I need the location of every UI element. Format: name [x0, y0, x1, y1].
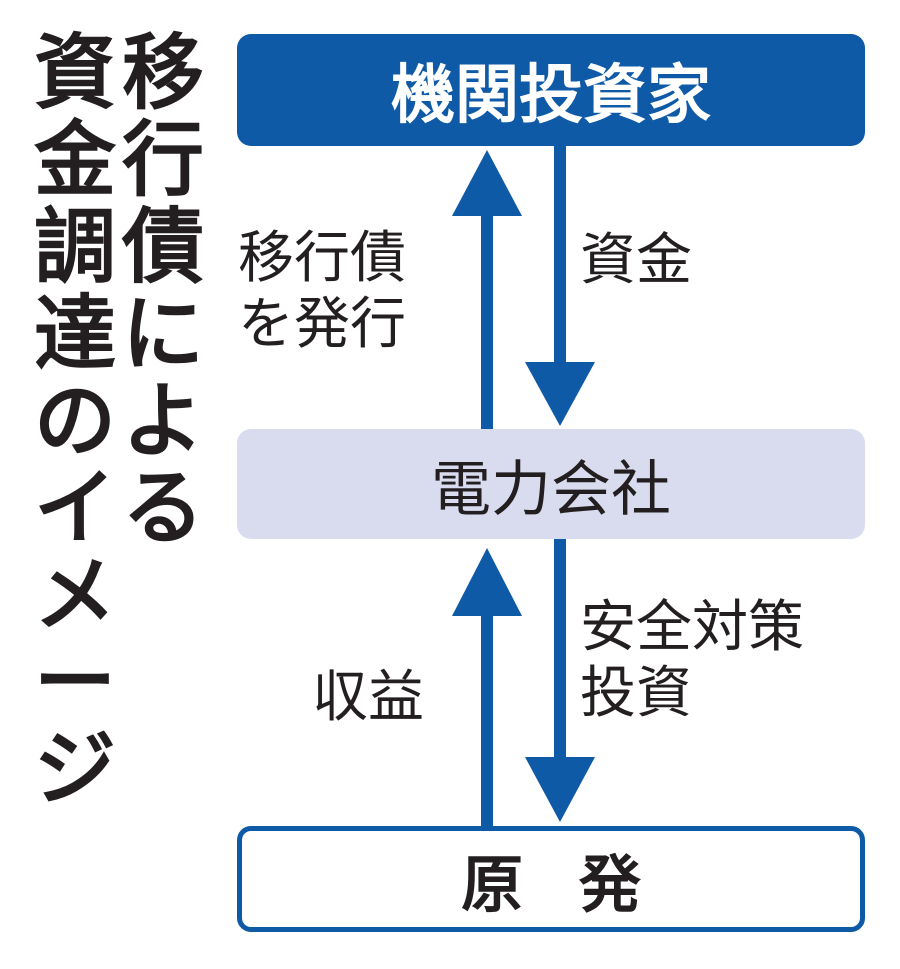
title-char: 調: [33, 200, 116, 295]
edge-label-safety-investment: 安全対策 投資: [580, 595, 804, 727]
edge-label-line: 投資: [580, 661, 692, 726]
title-char: よ: [121, 374, 204, 469]
node-nuclear-plant: 原発: [237, 826, 865, 932]
edge-label-line: 安全対策: [580, 595, 804, 660]
edge-label-line: 資金: [580, 228, 692, 293]
title-char: 金: [33, 113, 116, 208]
title-char: ジ: [33, 722, 116, 817]
title-char: イ: [33, 461, 116, 556]
arrow-down-safety: [525, 539, 595, 822]
edge-label-bond-issue: 移行債 を発行: [238, 226, 406, 358]
title-char: に: [121, 287, 204, 382]
edge-label-revenue: 収益: [312, 665, 424, 731]
node-label: 原発: [461, 848, 697, 921]
title-char: 債: [121, 200, 204, 295]
title-char: 移: [121, 26, 204, 121]
arrow-up-bond: [452, 150, 522, 430]
node-power-company: 電力会社: [237, 429, 865, 539]
edge-label-line: 移行債: [238, 226, 406, 291]
title-char: 行: [121, 113, 204, 208]
node-institutional-investor: 機関投資家: [237, 34, 865, 146]
title-char: ー: [33, 635, 116, 730]
title-line-1: 移 行 債 に よ る: [118, 30, 208, 552]
title-char: メ: [33, 548, 116, 643]
title-line-2: 資 金 調 達 の イ メ ー ジ: [30, 30, 120, 813]
title-char: 資: [33, 26, 116, 121]
node-label: 電力会社: [431, 454, 671, 525]
arrow-down-funds: [525, 146, 595, 426]
edge-label-line: 収益: [312, 665, 424, 730]
node-label: 機関投資家: [391, 59, 711, 133]
title-char: の: [33, 374, 116, 469]
edge-label-funds: 資金: [580, 228, 692, 294]
arrow-up-revenue: [452, 548, 522, 828]
title-char: 達: [33, 287, 116, 382]
edge-label-line: を発行: [238, 292, 406, 357]
title-char: る: [121, 461, 204, 556]
